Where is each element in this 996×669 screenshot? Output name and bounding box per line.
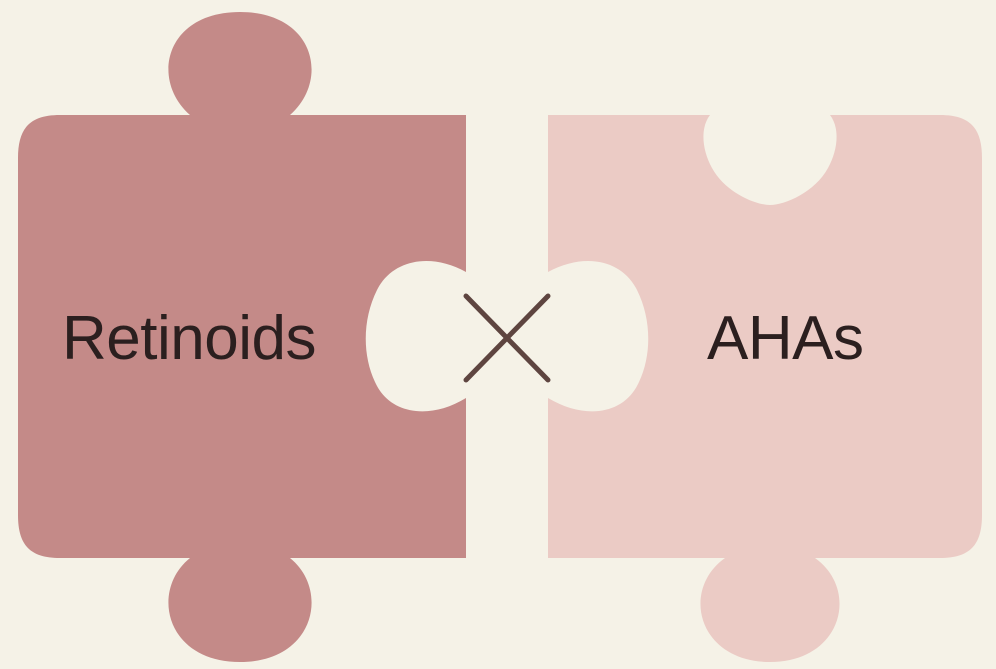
retinoids-label: Retinoids xyxy=(62,308,316,370)
cross-icon xyxy=(466,296,548,380)
ahas-puzzle-piece xyxy=(548,115,982,662)
ahas-label: AHAs xyxy=(707,308,863,370)
